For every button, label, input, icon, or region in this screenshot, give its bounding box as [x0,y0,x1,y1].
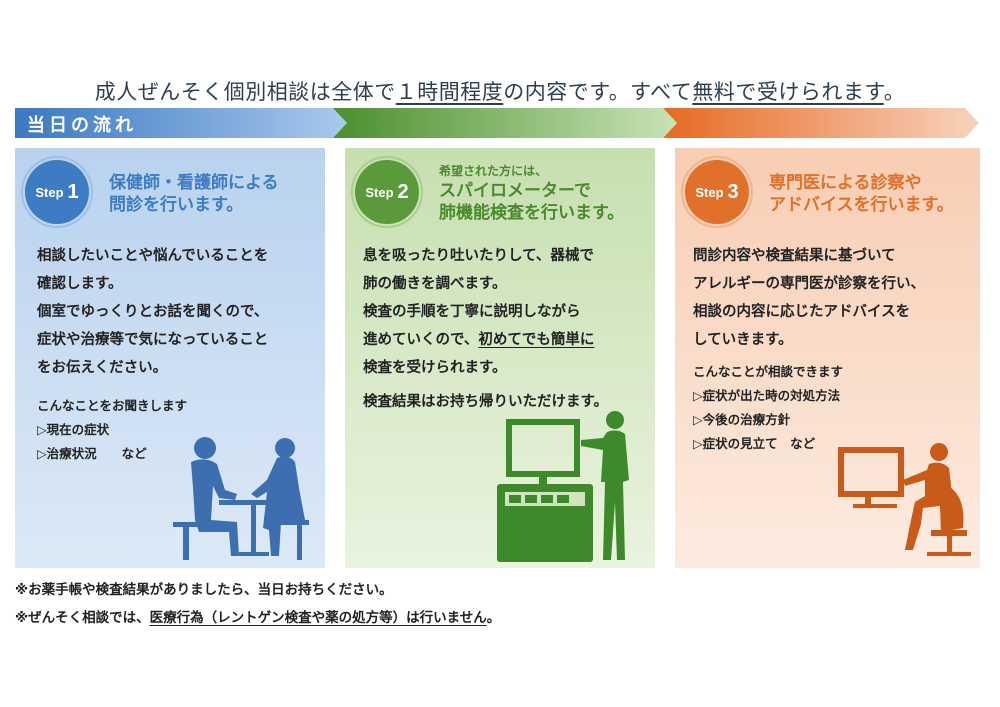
step2-body-line: 検査を受けられます。 [363,360,507,376]
step3-title: 専門医による診察や アドバイスを行います。 [769,172,954,216]
step1-body-line: 症状や治療等で気になっていること [37,332,269,348]
notes: ※お薬手帳や検査結果がありましたら、当日お持ちください。 ※ぜんそく相談では、医… [15,576,500,632]
arrow-segment-1 [15,108,347,138]
step1-list-item: ▷治療状況 など [37,446,147,461]
step3-body-line: 相談の内容に応じたアドバイスを [693,304,911,320]
headline-emphasis-free: 無料で受けられます [692,80,884,104]
note2-pre: ※ぜんそく相談では、 [15,610,150,626]
step2-body-line: 進めていくので、初めてでも簡単に [363,326,608,354]
flow-band-label: 当日の流れ [27,115,137,136]
step2-body-result-line: 検査結果はお持ち帰りいただけます。 [363,394,609,410]
headline: 成人ぜんそく個別相談は全体で１時間程度の内容です。すべて無料で受けられます。 [0,76,1000,106]
arrow-segment-3 [663,108,979,138]
step2-body-line: 肺の働きを調べます。 [363,276,507,292]
flow-arrows [15,108,979,138]
consultation-illustration-icon [173,437,309,560]
step3-title-line: アドバイスを行います。 [769,195,954,215]
step1-body-line: 確認します。 [37,276,123,292]
step2-pretitle: 希望された方には、 [439,164,548,178]
step1-list-heading: こんなことをお聞きします [37,398,188,413]
headline-part3: 。 [883,80,906,104]
step1-badge-ring [21,156,93,228]
step1-body-line: 個室でゆっくりとお話を聞くので、 [37,304,269,320]
headline-emphasis-duration: １時間程度 [395,80,504,104]
step3-body-line: していきます。 [693,332,793,348]
step1-list: こんなことをお聞きします ▷現在の症状 ▷治療状況 など [37,394,187,466]
step1-body: 相談したいことや悩んでいることを 確認します。 個室でゆっくりとお話を聞くので、… [37,242,268,382]
step1-title-line: 問診を行います。 [109,195,244,215]
step3-body: 問診内容や検査結果に基づいて アレルギーの専門医が診察を行い、 相談の内容に応じ… [693,242,925,354]
step1-title: 保健師・看護師による 問診を行います。 [109,172,279,216]
note-no-medical-acts: ※ぜんそく相談では、医療行為（レントゲン検査や薬の処方等）は行いません。 [15,604,500,632]
doctor-illustration-icon [838,443,971,556]
step3-list-item: ▷症状が出た時の対処方法 [693,388,841,403]
spirometer-illustration-icon [497,411,629,562]
step3-list-item: ▷症状の見立て など [693,436,816,451]
step1-list-item: ▷現在の症状 [37,422,110,437]
arrow-segment-2 [333,108,677,138]
step2-body-line4-pre: 進めていくので、 [363,332,479,348]
note2-post: 。 [486,610,501,626]
note2-emphasis: 医療行為（レントゲン検査や薬の処方等）は行いません [149,610,487,626]
step3-body-line: アレルギーの専門医が診察を行い、 [693,276,925,292]
step2-body-emphasis: 初めてでも簡単に [478,332,595,348]
step2-body-line: 息を吸ったり吐いたりして、器械で [363,248,594,264]
step3-title-line: 専門医による診察や [769,173,922,193]
step3-list: こんなことが相談できます ▷症状が出た時の対処方法 ▷今後の治療方針 ▷症状の見… [693,360,843,456]
step1-body-line: 相談したいことや悩んでいることを [37,248,269,264]
step2-title-line: 肺機能検査を行います。 [439,203,625,223]
step2-badge-ring [351,156,423,228]
step1-body-line: をお伝えください。 [37,360,168,376]
step2-title-line: スパイロメーターで [439,181,591,201]
step3-badge-ring [681,156,753,228]
step2-body-line: 検査の手順を丁寧に説明しながら [363,304,581,320]
headline-part1: 成人ぜんそく個別相談は全体で [94,80,396,104]
note-bring-items: ※お薬手帳や検査結果がありましたら、当日お持ちください。 [15,582,393,598]
step2-body: 息を吸ったり吐いたりして、器械で 肺の働きを調べます。 検査の手順を丁寧に説明し… [363,242,608,416]
flow-band: 当日の流れ [15,108,980,138]
headline-part2: の内容です。すべて [503,80,693,104]
step3-list-item: ▷今後の治療方針 [693,412,791,427]
step3-body-line: 問診内容や検査結果に基づいて [693,248,896,264]
step1-title-line: 保健師・看護師による [109,173,279,193]
step2-title: 希望された方には、 スパイロメーターで 肺機能検査を行います。 [439,164,624,224]
step3-list-heading: こんなことが相談できます [693,364,844,379]
